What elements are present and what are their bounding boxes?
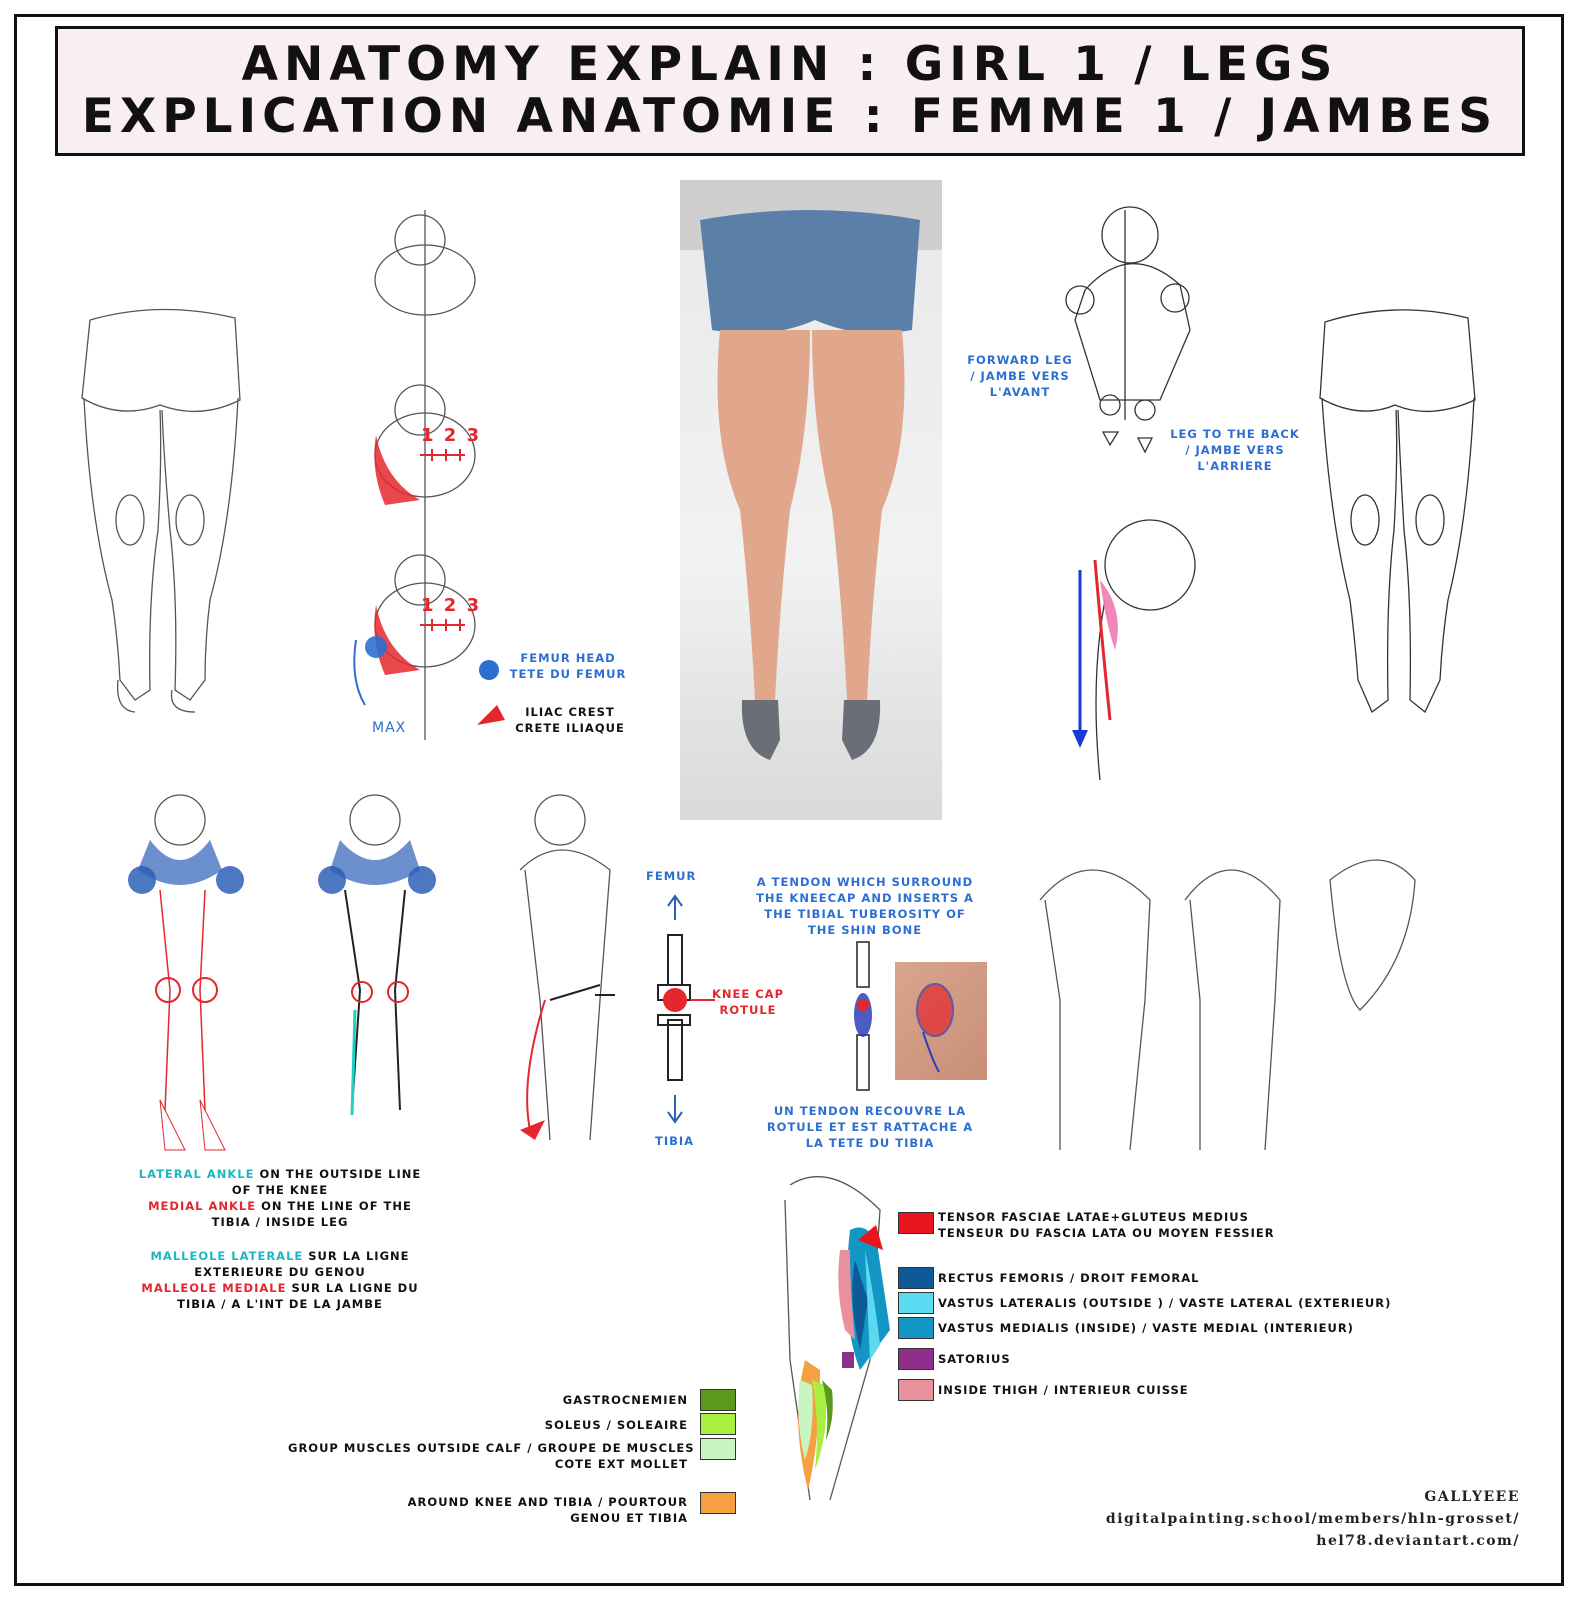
title-french: EXPLICATION ANATOMIE : FEMME 1 / JAMBES [81, 89, 1499, 144]
ruler-numbers-bottom: 1 2 3 [421, 595, 482, 616]
back-leg-line3: L'ARRIERE [1197, 459, 1273, 473]
bottom-row-overlays [128, 840, 615, 1151]
medial-ankle-rest: ON THE LINE OF THE [256, 1199, 412, 1213]
ankle-notes: LATERAL ANKLE ON THE OUTSIDE LINE OF THE… [130, 1166, 430, 1312]
legend-swatch-inside-thigh [898, 1379, 934, 1401]
iliac-crest-label: ILIAC CREST CRETE ILIAQUE [510, 704, 630, 736]
legend-swatch-tensor [898, 1212, 934, 1234]
front-legs-sketch-right [1319, 309, 1476, 714]
ankle-note-line7: MALLEOLE MEDIALE SUR LA LIGNE DU [130, 1280, 430, 1296]
around-knee-line2: GENOU ET TIBIA [570, 1511, 688, 1525]
back-leg-label: LEG TO THE BACK / JAMBE VERS L'ARRIERE [1160, 426, 1310, 474]
tendon-en-line1: A TENDON WHICH SURROUND [756, 875, 974, 889]
tendon-description-fr: UN TENDON RECOUVRE LA ROTULE ET EST RATT… [765, 1103, 975, 1151]
credit-site-2[interactable]: hel78.deviantart.com/ [1316, 1533, 1520, 1549]
around-knee-line1: AROUND KNEE AND TIBIA / POURTOUR [407, 1495, 688, 1509]
legend-swatch-gastrocnemien [700, 1389, 736, 1411]
ankle-note-line2: OF THE KNEE [231, 1183, 329, 1197]
ankle-note-line4: TIBIA / INSIDE LEG [211, 1215, 349, 1229]
forward-leg-line1: FORWARD LEG [967, 353, 1073, 367]
tendon-fr-line2: ROTULE ET EST RATTACHE A [766, 1120, 974, 1134]
kneecap-en: KNEE CAP [711, 987, 785, 1001]
lateral-ankle-rest: ON THE OUTSIDE LINE [254, 1167, 422, 1181]
legend-label-vastus-medialis: VASTUS MEDIALIS (INSIDE) / VASTE MEDIAL … [938, 1321, 1354, 1335]
back-leg-line1: LEG TO THE BACK [1170, 427, 1300, 441]
forward-leg-line3: L'AVANT [989, 385, 1051, 399]
tendon-fr-line3: LA TETE DU TIBIA [805, 1136, 935, 1150]
thigh-muscle-figure [798, 1225, 890, 1490]
femur-head-fr: TETE DU FEMUR [509, 667, 627, 681]
tendon-en-line2: THE KNEECAP AND INSERTS A [756, 891, 974, 905]
legend-swatch-outside-calf [700, 1438, 736, 1460]
reference-photo-legs [680, 180, 942, 820]
legend-swatch-satorius [898, 1348, 934, 1370]
credit-author: GALLYEEE [1424, 1489, 1520, 1505]
femur-head-label: FEMUR HEAD TETE DU FEMUR [508, 650, 628, 682]
forward-leg-line2: / JAMBE VERS [970, 369, 1070, 383]
back-leg-line2: / JAMBE VERS [1185, 443, 1285, 457]
max-label: MAX [372, 720, 407, 736]
front-legs-sketch-left [81, 308, 241, 713]
kneecap-fr: ROTULE [719, 1003, 777, 1017]
legend-swatch-vastus-lateralis [898, 1292, 934, 1314]
title-english: ANATOMY EXPLAIN : GIRL 1 / LEGS [241, 37, 1339, 92]
iliac-crest-en: ILIAC CREST [525, 705, 615, 719]
tendon-en-line3: THE TIBIAL TUBEROSITY OF [764, 907, 966, 921]
legend-swatch-around-knee [700, 1492, 736, 1514]
femur-label: FEMUR [646, 869, 697, 883]
outside-calf-line1: GROUP MUSCLES OUTSIDE CALF / GROUPE DE M… [288, 1441, 695, 1455]
lateral-ankle-term: LATERAL ANKLE [138, 1167, 255, 1181]
outside-calf-line2: COTE EXT MOLLET [554, 1457, 688, 1471]
legend-label-around-knee: AROUND KNEE AND TIBIA / POURTOUR GENOU E… [300, 1494, 688, 1526]
legend-label-tensor: TENSOR FASCIAE LATAE+GLUTEUS MEDIUS TENS… [938, 1209, 1275, 1241]
kneecap-label: KNEE CAP ROTULE [708, 986, 788, 1018]
malleole-laterale-term: MALLEOLE LATERALE [150, 1249, 304, 1263]
legend-swatch-vastus-medialis [898, 1317, 934, 1339]
credits: GALLYEEE digitalpainting.school/members/… [1100, 1486, 1520, 1552]
legend-tensor-en: TENSOR FASCIAE LATAE+GLUTEUS MEDIUS [938, 1210, 1249, 1224]
ankle-note-line3: MEDIAL ANKLE ON THE LINE OF THE [130, 1198, 430, 1214]
malleole-mediale-rest: SUR LA LIGNE DU [286, 1281, 419, 1295]
title-banner: ANATOMY EXPLAIN : GIRL 1 / LEGS EXPLICAT… [55, 26, 1525, 156]
pelvis-overlays [353, 435, 505, 725]
legend-swatch-rectus [898, 1267, 934, 1289]
legend-label-satorius: SATORIUS [938, 1352, 1011, 1366]
legend-label-outside-calf: GROUP MUSCLES OUTSIDE CALF / GROUPE DE M… [288, 1440, 695, 1472]
knee-bone-diagram [657, 894, 872, 1124]
legend-tensor-fr: TENSEUR DU FASCIA LATA OU MOYEN FESSIER [938, 1226, 1275, 1240]
legend-label-inside-thigh: INSIDE THIGH / INTERIEUR CUISSE [938, 1383, 1189, 1397]
knee-photo [895, 962, 987, 1080]
ruler-numbers-top: 1 2 3 [421, 425, 482, 446]
ankle-note-line1: LATERAL ANKLE ON THE OUTSIDE LINE [130, 1166, 430, 1182]
tendon-description-en: A TENDON WHICH SURROUND THE KNEECAP AND … [750, 874, 980, 938]
legend-label-soleus: SOLEUS / SOLEAIRE [544, 1418, 688, 1432]
legend-label-vastus-lateralis: VASTUS LATERALIS (OUTSIDE ) / VASTE LATE… [938, 1296, 1392, 1310]
credit-site-1[interactable]: digitalpainting.school/members/hln-gross… [1105, 1511, 1520, 1527]
tendon-fr-line1: UN TENDON RECOUVRE LA [773, 1104, 967, 1118]
tendon-en-line4: THE SHIN BONE [807, 923, 923, 937]
legend-label-gastrocnemien: GASTROCNEMIEN [562, 1393, 688, 1407]
side-view-overlays [1072, 559, 1118, 748]
forward-leg-label: FORWARD LEG / JAMBE VERS L'AVANT [960, 352, 1080, 400]
legend-label-rectus: RECTUS FEMORIS / DROIT FEMORAL [938, 1271, 1200, 1285]
ankle-note-line5: MALLEOLE LATERALE SUR LA LIGNE [130, 1248, 430, 1264]
side-view-sketches [1065, 206, 1196, 781]
malleole-mediale-term: MALLEOLE MEDIALE [141, 1281, 287, 1295]
femur-head-en: FEMUR HEAD [520, 651, 616, 665]
ankle-note-line6: EXTERIEURE DU GENOU [194, 1265, 366, 1279]
malleole-laterale-rest: SUR LA LIGNE [303, 1249, 410, 1263]
medial-ankle-term: MEDIAL ANKLE [148, 1199, 257, 1213]
legend-swatch-soleus [700, 1413, 736, 1435]
iliac-crest-fr: CRETE ILIAQUE [515, 721, 625, 735]
page-frame [14, 14, 1564, 1586]
bottom-leg-sketches [154, 794, 1416, 1501]
ankle-note-line8: TIBIA / A L'INT DE LA JAMBE [177, 1297, 383, 1311]
tibia-label: TIBIA [655, 1134, 695, 1148]
